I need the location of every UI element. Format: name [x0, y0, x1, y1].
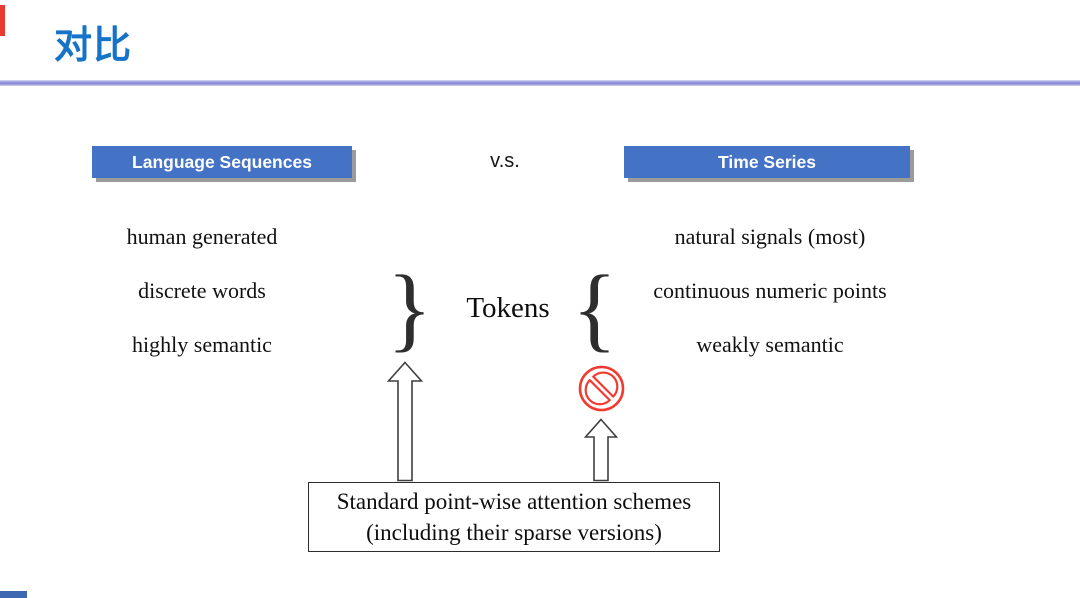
corner-red-accent-bar [0, 5, 5, 36]
time-series-label: Time Series [718, 151, 816, 172]
up-arrow-left-icon [386, 361, 424, 487]
language-sequences-header: Language Sequences [92, 146, 352, 178]
language-sequences-label: Language Sequences [132, 151, 312, 172]
time-series-header: Time Series [624, 146, 910, 178]
right-item-natural-signals: natural signals (most) [674, 224, 866, 249]
left-item-human-generated: human generated [126, 224, 278, 249]
up-arrow-right-icon [583, 418, 619, 487]
left-item-highly-semantic: highly semantic [132, 332, 272, 357]
left-curly-brace: } [387, 257, 433, 361]
right-item-continuous-numeric-points: continuous numeric points [653, 278, 887, 303]
page-title: 对比 [54, 25, 133, 67]
no-entry-icon [577, 364, 626, 418]
attention-schemes-line1: Standard point-wise attention schemes [336, 489, 692, 514]
versus-label: v.s. [490, 150, 520, 172]
attention-schemes-box: Standard point-wise attention schemes (i… [308, 482, 720, 552]
left-item-discrete-words: discrete words [138, 278, 266, 303]
attention-schemes-line2: (including their sparse versions) [366, 520, 662, 545]
tokens-label: Tokens [466, 292, 550, 324]
corner-blue-accent-bar [0, 591, 27, 598]
right-curly-brace: { [572, 257, 618, 361]
right-item-weakly-semantic: weakly semantic [696, 332, 844, 357]
title-divider-line [0, 80, 1080, 86]
